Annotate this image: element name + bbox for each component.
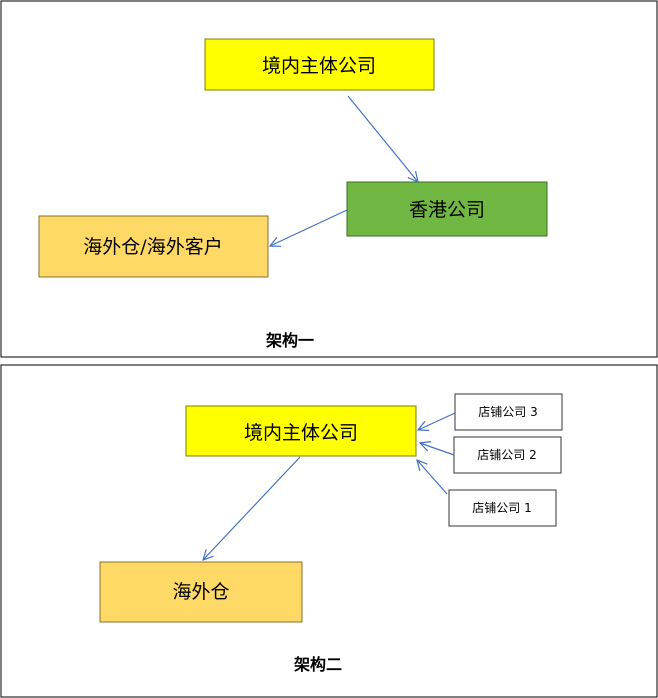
panel-2-title: 架构二: [293, 655, 342, 674]
arrow-hk-to-overseas: [270, 209, 348, 246]
arrow-domestic-to-warehouse: [203, 456, 301, 560]
warehouse-box: [99, 561, 303, 623]
domestic-company-label: 境内主体公司: [262, 55, 376, 77]
overseas-label: 海外仓/海外客户: [83, 236, 222, 258]
arrow-domestic-to-hk: [347, 95, 418, 182]
store-2-box: [453, 436, 562, 474]
domestic-company-box: [204, 38, 435, 91]
panel-1-frame: [0, 0, 658, 358]
domestic-company-box-2: [185, 405, 417, 457]
store-2-label: 店铺公司 2: [477, 448, 536, 462]
panel-2-frame: [0, 364, 658, 698]
hk-company-label: 香港公司: [409, 199, 485, 221]
store-1-label: 店铺公司 1: [472, 501, 531, 515]
store-3-label: 店铺公司 3: [478, 405, 537, 419]
warehouse-label: 海外仓: [172, 581, 229, 603]
arrow-store3-to-domestic: [418, 412, 456, 430]
domestic-company-label-2: 境内主体公司: [244, 422, 358, 444]
panel-1-title: 架构一: [265, 331, 314, 350]
store-3-box: [454, 393, 563, 431]
store-1-box: [448, 489, 557, 527]
arrow-store1-to-domestic: [417, 460, 448, 495]
arrow-store2-to-domestic: [420, 443, 455, 456]
hk-company-box: [346, 181, 548, 237]
overseas-box: [38, 215, 269, 278]
